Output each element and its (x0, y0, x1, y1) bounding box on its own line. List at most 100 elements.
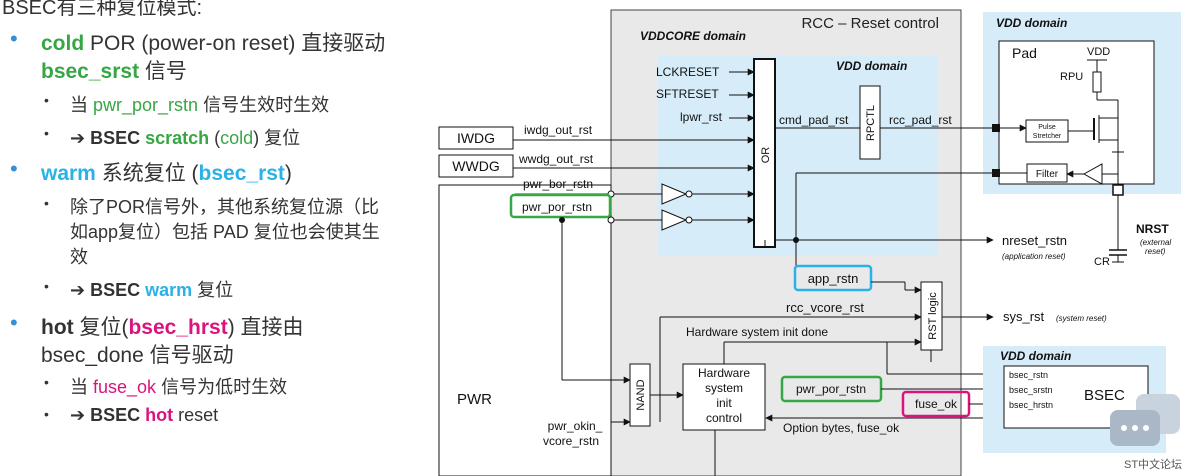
hot-line2: bsec_done 信号驱动 (41, 344, 234, 367)
junction (793, 237, 799, 243)
pwr-por-label: pwr_por_rstn (522, 200, 592, 214)
iwdg-label: IWDG (457, 130, 495, 146)
rcc-pad-rst-label: rcc_pad_rst (889, 113, 952, 127)
sub-bullet-dot: • (44, 278, 49, 294)
vdd-domain-inner-label: VDD domain (836, 59, 907, 73)
bsec-srstn-label: bsec_srstn (1009, 385, 1053, 395)
bullet-dot: • (10, 156, 18, 181)
filter-label: Filter (1036, 169, 1059, 180)
app-rstn-label: app_rstn (808, 271, 859, 286)
warm-sub1-line2: 如app复位）包括 PAD 复位也会使其生 (70, 222, 380, 242)
inverter-bubble (685, 216, 693, 224)
inverter-bubble (685, 190, 693, 198)
pwr-label: PWR (457, 391, 492, 408)
hw-init-label-2: system (705, 381, 743, 395)
cold-line1: cold POR (power-on reset) 直接驱动 (41, 27, 385, 57)
warm-sub2-post: 复位 (192, 280, 234, 300)
rcc-title: RCC – Reset control (801, 15, 939, 32)
hw-init-label-3: init (716, 396, 732, 410)
junction (559, 217, 565, 223)
cold-line2: bsec_srst 信号 (41, 55, 187, 85)
hot-sub1-pre: 当 (70, 377, 94, 397)
app-reset-note: (application reset) (1002, 252, 1066, 261)
cold-sub2-paren-open: ( (209, 128, 221, 148)
intro-text: BSEC有三种复位模式: (2, 0, 203, 19)
hot-line1: hot 复位(bsec_hrst) 直接由 (41, 311, 304, 341)
vdd-domain-inner (658, 55, 938, 255)
nreset-rstn-label: nreset_rstn (1002, 233, 1067, 248)
pwr-por-rstn-2-label: pwr_por_rstn (796, 382, 866, 396)
hot-sub1: 当 fuse_ok 信号为低时生效 (70, 373, 287, 399)
wwdg-label: WWDG (452, 158, 499, 174)
vdd-domain-bsec-label: VDD domain (1000, 349, 1071, 363)
or-label: OR (760, 147, 772, 164)
sub-bullet-dot: • (44, 125, 49, 141)
chat-dot (1132, 425, 1138, 431)
hot-rest2: ) 直接由 (227, 316, 304, 339)
rpu-resistor (1092, 71, 1102, 93)
bsec-hrstn-label: bsec_hrstn (1009, 400, 1053, 410)
cold-word: cold (41, 32, 85, 55)
vcore-rstn-label: vcore_rstn (543, 434, 599, 448)
bullet-dot: • (10, 310, 18, 335)
hot-sub2-pre: ➔ BSEC (70, 405, 146, 425)
pwr-block (438, 184, 612, 476)
sub-bullet-dot: • (44, 406, 49, 422)
st-forum-label: ST中文论坛 (1124, 459, 1183, 471)
rcc-vcore-rst-label: rcc_vcore_rst (786, 300, 864, 315)
sub-bullet-dot: • (44, 195, 49, 211)
sub-bullet-dot: • (44, 374, 49, 390)
warm-close: ) (284, 162, 292, 185)
hw-init-block (682, 363, 766, 431)
rst-logic-label: RST logic (927, 292, 939, 340)
fuse-ok-text: fuse_ok (93, 377, 157, 397)
wwdg-out-label: wwdg_out_rst (518, 152, 594, 166)
hw-init-label-4: control (706, 411, 742, 425)
nrst-pin (1112, 184, 1124, 196)
pwr-okin-label: pwr_okin_ (548, 419, 603, 433)
warm-key: warm (145, 280, 193, 300)
vdd-pin-label: VDD (1087, 46, 1110, 58)
cold-sub2-paren-close: ) 复位 (253, 128, 301, 148)
sys-reset-note: (system reset) (1056, 314, 1107, 323)
warm-sub1-line1: 除了POR信号外，其他系统复位源（比 (70, 197, 380, 217)
warm-line1: warm 系统复位 (bsec_rst) (41, 157, 292, 187)
nrst-label: NRST (1136, 222, 1169, 236)
hot-sub2: ➔ BSEC hot reset (70, 405, 218, 426)
cold-sub2-pre: ➔ BSEC (70, 128, 146, 148)
pad-connector (992, 124, 1000, 132)
rpctl-block (859, 85, 881, 160)
cold-paren-word: cold (220, 128, 254, 148)
pwr-por-rstn-text: pwr_por_rstn (93, 95, 199, 115)
bsec-label: BSEC (1084, 387, 1125, 404)
vdd-domain-pad-label: VDD domain (996, 16, 1067, 30)
inverter-bor (661, 183, 688, 205)
pwr-bor-label: pwr_bor_rstn (523, 177, 593, 191)
hw-init-label-1: Hardware (698, 366, 750, 380)
fuse-ok-label: fuse_ok (915, 397, 958, 411)
bsec-srst-signal: bsec_srst (41, 60, 140, 83)
vddcore-domain-label: VDDCORE domain (640, 29, 746, 43)
rpctl-label: RPCTL (865, 105, 877, 141)
chat-forum-icon (1110, 394, 1180, 446)
scratch-word: scratch (145, 128, 210, 148)
bsec-rst-signal: bsec_rst (198, 162, 285, 185)
warm-sub2: ➔ BSEC warm 复位 (70, 276, 233, 302)
hot-rest1: 复位( (73, 316, 129, 339)
cr-label: CR (1094, 256, 1110, 268)
warm-sub1-line3: 效 (70, 247, 88, 267)
wwdg-block (438, 154, 514, 178)
cold-sub1-post: 信号生效时生效 (198, 95, 330, 115)
iwdg-out-label: iwdg_out_rst (524, 123, 593, 137)
sub-bullet-dot: • (44, 92, 49, 108)
hot-sub1-post: 信号为低时生效 (156, 377, 288, 397)
iwdg-block (438, 126, 514, 150)
rpu-label: RPU (1060, 71, 1083, 83)
warm-sub2-pre: ➔ BSEC (70, 280, 146, 300)
pwr-por-highlight (509, 193, 612, 219)
app-rstn-highlight (793, 264, 873, 292)
bsec-hrst-signal: bsec_hrst (128, 316, 228, 339)
sys-rst-label: sys_rst (1003, 309, 1045, 324)
